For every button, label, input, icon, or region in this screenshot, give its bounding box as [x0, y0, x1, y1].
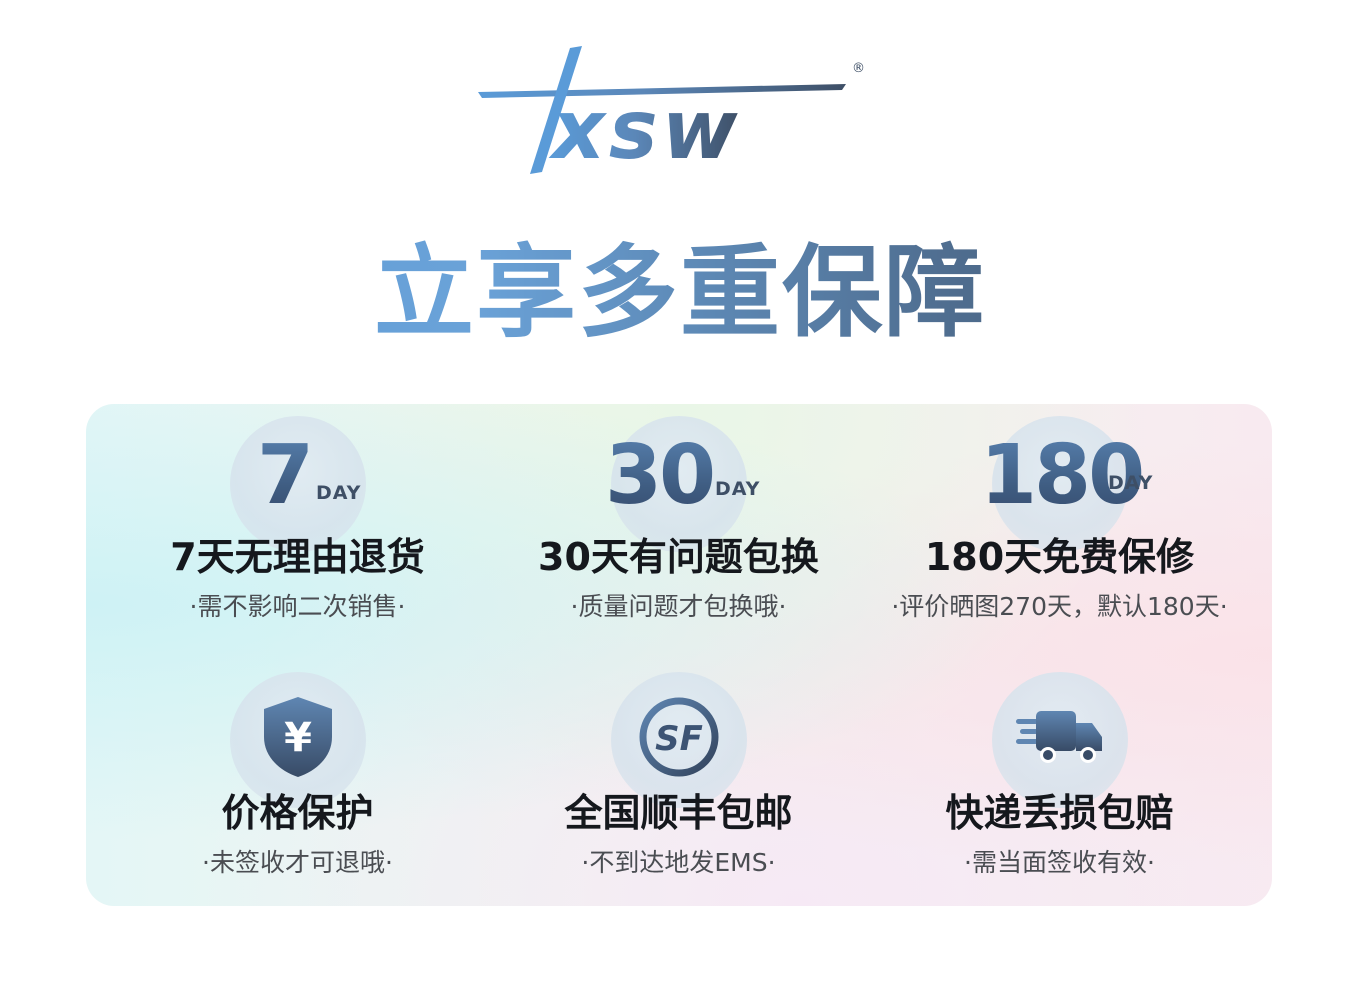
card-title: 价格保护 — [221, 791, 374, 835]
guarantee-card-price-protection: ¥ 价格保护 ·未签收才可退哦· — [100, 660, 495, 906]
guarantee-card-sf-express: SF 全国顺丰包邮 ·不到达地发EMS· — [481, 660, 876, 906]
day-unit: DAY — [715, 478, 761, 500]
brand-logo: xsw ® — [470, 40, 870, 180]
card-subtitle: ·未签收才可退哦· — [202, 848, 393, 877]
badge-circle — [610, 672, 747, 808]
guarantee-card-loss-compensation: 快递丢损包赔 ·需当面签收有效· — [862, 660, 1257, 906]
card-subtitle: ·需当面签收有效· — [964, 848, 1155, 877]
badge-circle — [991, 416, 1128, 552]
card-title: 快递丢损包赔 — [945, 791, 1174, 835]
logo-mark: xsw ® — [478, 46, 865, 178]
sf-express-icon: SF — [624, 682, 734, 792]
card-subtitle: ·需不影响二次销售· — [189, 592, 406, 621]
day-unit: DAY — [1108, 472, 1154, 494]
card-subtitle: ·质量问题才包换哦· — [570, 592, 787, 621]
guarantee-card-7-day: 7 DAY 7天无理由退货 ·需不影响二次销售· — [100, 404, 495, 654]
card-title: 180天免费保修 — [924, 535, 1195, 579]
card-subtitle: ·评价晒图270天，默认180天· — [891, 592, 1228, 621]
delivery-truck-icon — [1005, 682, 1115, 792]
big-number: 7 — [257, 426, 314, 526]
card-title: 7天无理由退货 — [170, 535, 425, 579]
guarantee-panel: 7 DAY 7天无理由退货 ·需不影响二次销售· 30 DAY 30天有问题包换… — [86, 404, 1272, 906]
big-number: 180 — [980, 426, 1145, 526]
card-title: 30天有问题包换 — [538, 535, 819, 579]
badge-circle — [610, 416, 747, 552]
day-unit: DAY — [316, 482, 362, 504]
registered-mark: ® — [852, 61, 865, 76]
yuan-shield-icon: ¥ — [243, 682, 353, 792]
sf-glyph: SF — [655, 719, 703, 759]
card-title: 全国顺丰包邮 — [564, 791, 793, 835]
guarantee-card-180-day: 180 DAY 180天免费保修 ·评价晒图270天，默认180天· — [862, 404, 1257, 654]
badge-circle — [229, 416, 366, 552]
big-number: 30 — [605, 426, 716, 526]
logo-wordmark: xsw — [548, 83, 741, 178]
guarantee-card-30-day: 30 DAY 30天有问题包换 ·质量问题才包换哦· — [481, 404, 876, 654]
headline: 立享多重保障 — [0, 228, 1360, 358]
yuan-glyph: ¥ — [284, 715, 312, 761]
card-subtitle: ·不到达地发EMS· — [581, 848, 776, 877]
